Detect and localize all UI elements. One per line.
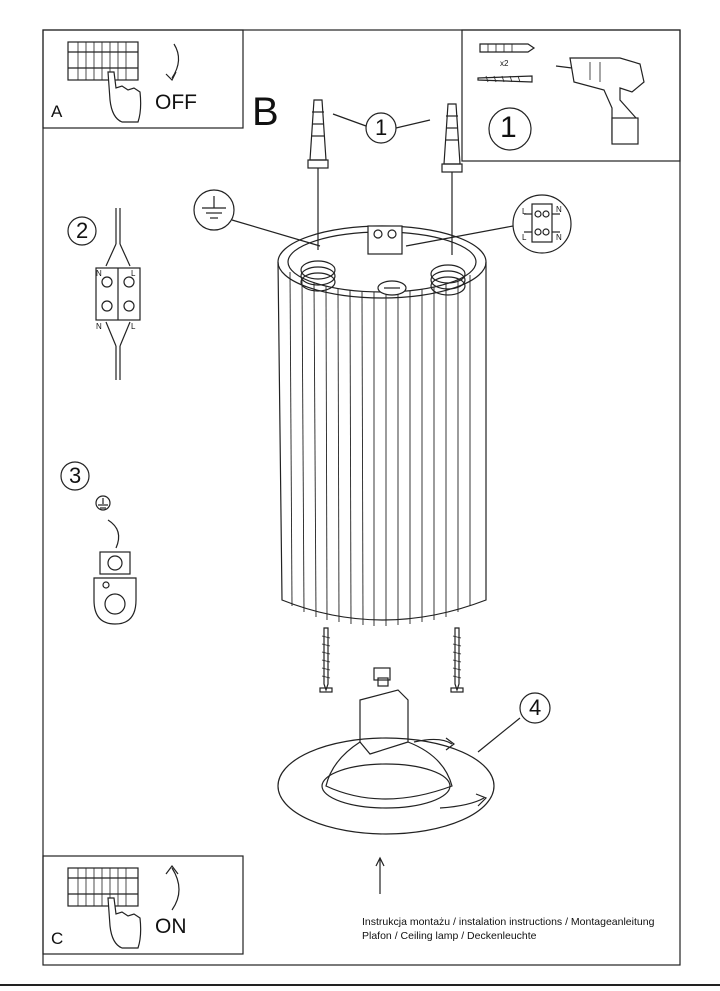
panel-b-letter: B — [252, 90, 279, 134]
screw-right-icon — [450, 627, 464, 693]
terminal-n-top: N — [96, 269, 102, 278]
screw-icon — [477, 75, 533, 83]
breaker-box-a — [67, 41, 139, 81]
screw-left-icon — [319, 627, 333, 693]
step-4-label: 4 — [529, 695, 542, 720]
off-arrow-head-icon — [165, 71, 177, 82]
caption-line-1: Instrukcja montażu / instalation instruc… — [362, 916, 655, 928]
panel-a-state: OFF — [155, 91, 197, 114]
rotate-arrow-bottom-head — [475, 793, 488, 807]
terminal-detail-circle — [512, 194, 572, 254]
on-arrow-icon — [171, 867, 180, 911]
hand-icon-a — [107, 71, 142, 123]
caption-line-2: Plafon / Ceiling lamp / Deckenleuchte — [362, 930, 537, 942]
step-2-label: 2 — [76, 218, 89, 243]
panel-c-frame — [42, 855, 244, 955]
detail-l-bottom: L — [522, 233, 527, 242]
ground-callout-line — [231, 219, 321, 247]
dowel-icon-left — [307, 99, 329, 250]
panel-a-frame — [42, 29, 244, 129]
wiring-terminal-icon — [95, 208, 141, 380]
rotate-arrow-top-head — [445, 737, 455, 751]
step-3-circle — [60, 461, 90, 491]
step-3-label: 3 — [69, 463, 82, 488]
dowel-icon-right — [441, 103, 463, 255]
outer-frame — [42, 29, 681, 966]
tools-step-circle — [488, 107, 532, 151]
step-1-circle — [365, 112, 397, 144]
panel-c-letter: C — [51, 929, 64, 948]
step-4-circle — [519, 692, 551, 724]
bezel-ring-icon — [277, 737, 495, 835]
rotate-arrow-top-icon — [413, 738, 453, 745]
panel-a-letter: A — [51, 102, 63, 121]
breaker-box-c — [67, 867, 139, 907]
ground-icon — [202, 196, 226, 219]
terminal-l-top: L — [131, 269, 136, 278]
terminal-n-bottom: N — [96, 322, 102, 331]
step-1-label: 1 — [375, 115, 388, 140]
ground-symbol-circle — [193, 189, 235, 231]
hand-icon-c — [107, 897, 142, 949]
gu10-bulb-icon — [325, 667, 453, 800]
callout-line-right — [395, 119, 431, 129]
terminal-l-bottom: L — [131, 322, 136, 331]
lamp-body — [277, 225, 487, 626]
step-2-circle — [67, 216, 97, 246]
on-arrow-head-icon — [165, 865, 179, 875]
off-arrow-icon — [171, 43, 180, 79]
detail-n-top: N — [556, 205, 562, 214]
tools-count: x2 — [500, 59, 509, 68]
terminal-callout-line — [405, 225, 514, 247]
detail-l-top: L — [522, 207, 527, 216]
step-4-callout-line — [477, 717, 521, 753]
tools-step-label: 1 — [500, 111, 517, 144]
panel-c-state: ON — [155, 915, 187, 938]
drill-icon — [555, 57, 645, 145]
up-arrow-head — [375, 856, 385, 867]
terminal-detail-icon — [524, 203, 560, 243]
tools-panel-frame — [461, 29, 681, 162]
rotate-arrow-bottom-icon — [439, 797, 485, 809]
wall-plug-icon — [479, 43, 536, 53]
callout-line-left — [332, 113, 367, 127]
ground-clamp-icon — [93, 495, 137, 625]
detail-n-bottom: N — [556, 233, 562, 242]
